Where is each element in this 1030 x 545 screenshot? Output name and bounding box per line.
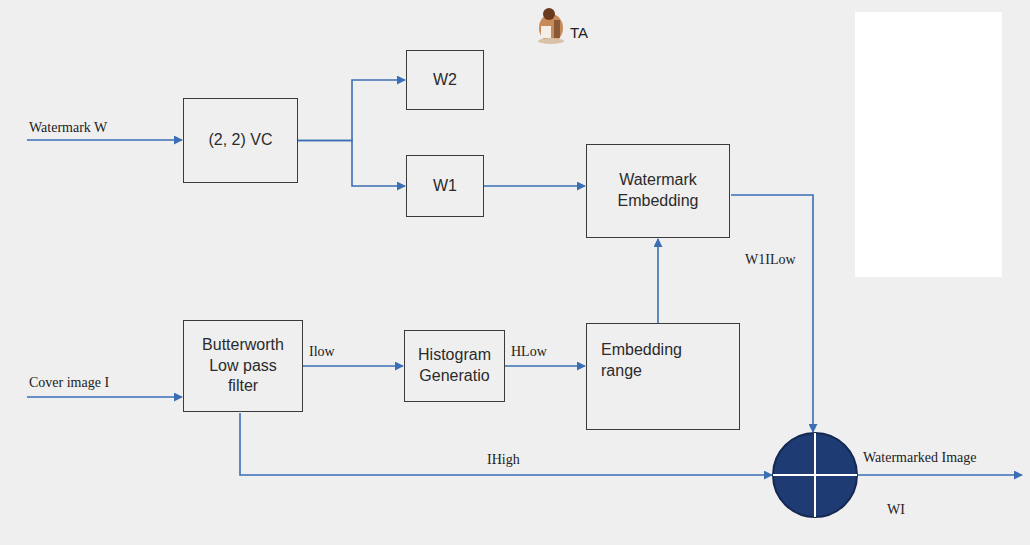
box-content: Butterworth Low pass filter [192,335,294,397]
adder-cross [814,433,816,517]
box-content: W1 [433,176,457,197]
box-content: Embedding range [601,340,697,382]
connector-arrow [657,239,659,323]
authority-icon [538,8,564,44]
input-arrow [27,396,182,398]
input-arrow [27,139,182,141]
box-content: Histogram Generatio [413,345,496,387]
box-label: (2, 2) VC [208,130,272,151]
signal-line [731,195,813,432]
signal-label: TA [569,24,589,42]
box-label: W1 [433,176,457,197]
signal-label: Cover image I [28,375,110,392]
process-box: Watermark Embedding [586,144,730,238]
box-label: W2 [433,70,457,91]
blank-panel [855,12,1002,277]
adder-circle [773,433,857,517]
icon-arm [554,20,560,38]
process-box: W1 [406,155,484,217]
adder-symbol [773,433,857,517]
connector-arrow [303,365,403,367]
connector-arrow [298,80,405,141]
process-box: Histogram Generatio [404,330,505,402]
output-arrow [858,474,1022,476]
icon-paper [541,26,551,38]
box-content: W2 [433,70,457,91]
box-content: (2, 2) VC [208,130,272,151]
signal-label: IHigh [486,452,521,469]
icon-head [543,8,555,20]
signal-label: WI [886,502,906,519]
box-label: Watermark Embedding [595,170,721,212]
edge-label: HLow [510,344,548,361]
process-box: (2, 2) VC [183,98,298,183]
process-box: Embedding range [586,323,740,430]
signal-label: Watermarked Image [862,450,978,467]
connector-arrow [484,185,585,187]
connector-arrow [505,365,585,367]
signal-label: W1ILow [744,252,797,269]
process-box: Butterworth Low pass filter [183,320,303,412]
connector-arrow [298,141,405,187]
box-label: Histogram Generatio [413,345,496,387]
box-content: Watermark Embedding [595,170,721,212]
icon-base [538,38,564,44]
signal-label: Watermark W [28,120,108,137]
process-box: W2 [406,50,484,110]
box-label: Butterworth Low pass filter [192,335,294,397]
box-label: Embedding range [601,340,697,382]
edge-label: Ilow [308,344,336,361]
